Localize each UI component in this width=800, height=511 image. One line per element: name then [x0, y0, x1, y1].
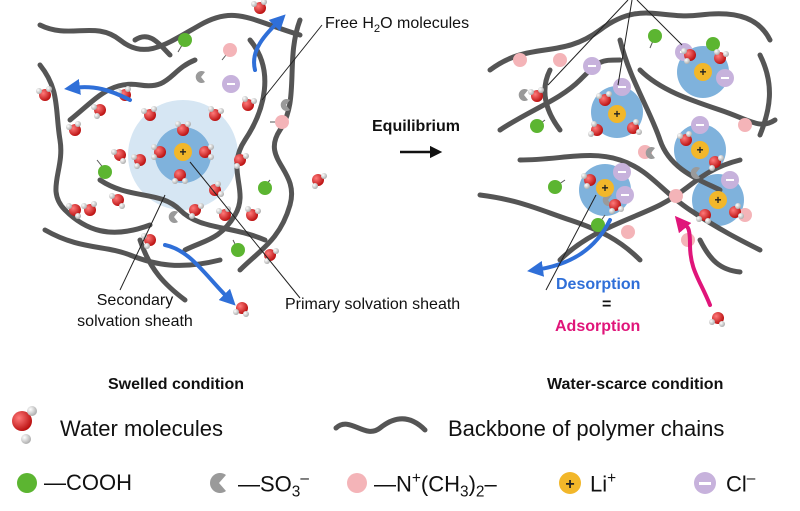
water-molecules-right [528, 48, 744, 327]
n-group [621, 225, 635, 239]
adsorption-arrow [674, 215, 712, 307]
so3-group [690, 167, 700, 179]
free-water-label: Free H2O molecules [325, 15, 470, 36]
n-group [553, 53, 567, 67]
legend-cl-label: Cl– [726, 470, 756, 497]
cooh-group [258, 181, 272, 195]
cooh-group [530, 119, 544, 133]
cooh-group [178, 33, 192, 47]
polymer-backbone-right [477, 10, 778, 275]
polymer-backbone-icon [333, 416, 428, 434]
swelled-panel: + [36, 0, 327, 317]
so3-group [280, 99, 290, 111]
equals-label: = [602, 296, 612, 313]
cooh-group [648, 29, 662, 43]
legend-n-group-label: —N+(CH3)2– [374, 470, 497, 501]
svg-text:+: + [613, 107, 620, 121]
n-group [738, 118, 752, 132]
cooh-group [231, 243, 245, 257]
legend-icons: + [12, 406, 716, 494]
svg-text:+: + [179, 145, 186, 159]
svg-text:+: + [714, 193, 721, 207]
cooh-group [98, 165, 112, 179]
primary-sheath-label: Primary solvation sheath [285, 296, 461, 313]
desorption-label: Desorption [556, 276, 641, 293]
n-group-icon [347, 473, 367, 493]
li-ion [174, 143, 192, 161]
li-icon [559, 472, 581, 494]
water-molecule-icon [12, 406, 37, 444]
svg-text:+: + [696, 143, 703, 157]
n-group [669, 189, 683, 203]
legend-li-label: Li+ [590, 470, 617, 497]
swelled-condition-label: Swelled condition [108, 376, 245, 393]
cooh-icon [17, 473, 37, 493]
equilibrium-label: Equilibrium [372, 118, 460, 135]
cooh-group [706, 37, 720, 51]
so3-group [195, 71, 205, 83]
legend-backbone-label: Backbone of polymer chains [448, 416, 725, 441]
svg-text:+: + [699, 65, 706, 79]
water-molecules-left [36, 0, 327, 317]
n-group [223, 43, 237, 57]
cooh-group [591, 218, 605, 232]
secondary-sheath-label: Secondary solvation sheath [77, 292, 193, 330]
so3-icon [210, 473, 226, 493]
so3-group [518, 89, 528, 102]
li-ions-right: + + + + + [596, 63, 727, 209]
adsorption-label: Adsorption [555, 318, 641, 335]
svg-text:+: + [565, 476, 574, 493]
water-flow-arrows [64, 14, 286, 306]
n-group [513, 53, 527, 67]
polymer-backbone-left [37, 12, 303, 303]
water-scarce-panel: + + + + + [477, 0, 778, 327]
svg-text:+: + [601, 181, 608, 195]
n-group [275, 115, 289, 129]
legend-so3-label: —SO3– [238, 470, 309, 501]
water-scarce-condition-label: Water-scarce condition [547, 376, 724, 393]
so3-group [645, 147, 655, 159]
desorption-arrow [527, 218, 612, 277]
cooh-group [548, 180, 562, 194]
legend-water-label: Water molecules [60, 416, 224, 441]
legend-cooh-label: —COOH [44, 470, 132, 495]
so3-group [168, 211, 178, 224]
